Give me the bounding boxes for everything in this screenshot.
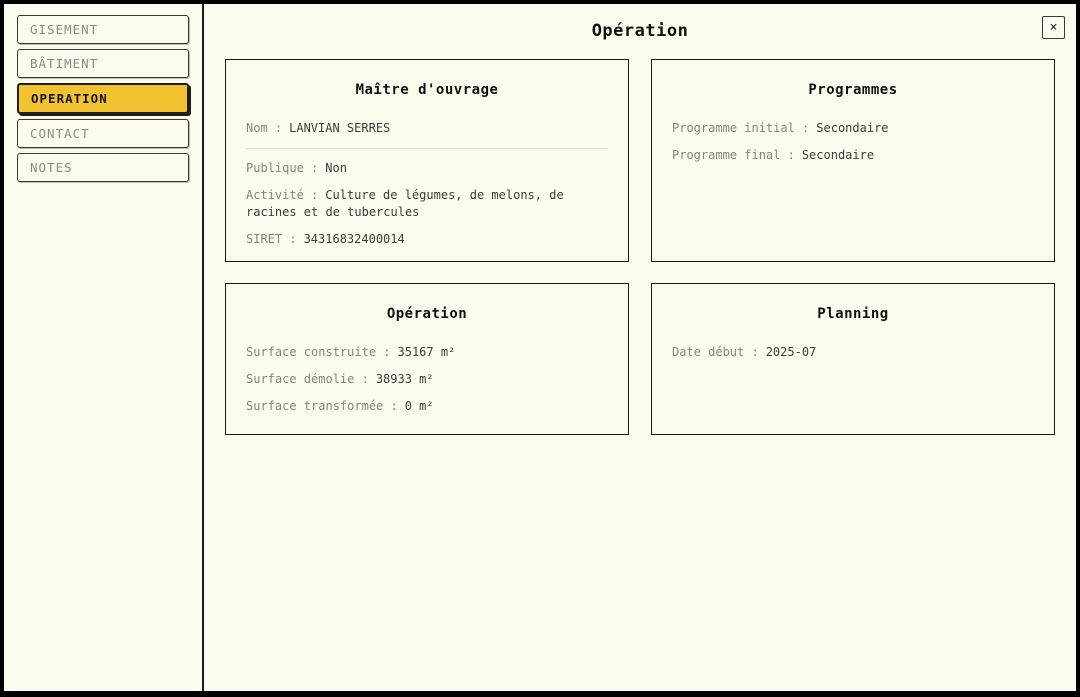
cards-grid: Maître d'ouvrage Nom : LANVIAN SERRES Pub… bbox=[225, 59, 1055, 435]
field-value: 34316832400014 bbox=[303, 232, 405, 246]
card-title: Opération bbox=[386, 306, 468, 322]
field-value: Secondaire bbox=[816, 121, 889, 135]
field-label: Surface transformée : bbox=[246, 399, 398, 413]
field-value: Culture de légumes, de melons, de racine… bbox=[246, 188, 564, 219]
card-title: Programmes bbox=[808, 82, 898, 98]
main-panel: × Opération Maître d'ouvrage Nom : LANVIA… bbox=[204, 4, 1076, 691]
card-fields: Date début : 2025-07 bbox=[672, 344, 1034, 361]
field-label: Date début : bbox=[672, 345, 759, 359]
close-icon: × bbox=[1049, 20, 1058, 35]
field-value: 38933 m² bbox=[375, 372, 434, 386]
field-programme-initial: Programme initial : Secondaire bbox=[672, 120, 1034, 137]
card-fields: Programme initial : Secondaire Programme … bbox=[672, 120, 1034, 164]
field-label: Surface construite : bbox=[246, 345, 391, 359]
field-value: Secondaire bbox=[801, 148, 875, 162]
field-value: Non bbox=[325, 161, 347, 175]
field-value: 0 m² bbox=[404, 399, 434, 413]
sidebar-item-operation[interactable]: OPERATION bbox=[17, 83, 189, 114]
field-label: Programme final : bbox=[672, 148, 795, 162]
field-label: Programme initial : bbox=[672, 121, 810, 135]
sidebar-item-contact[interactable]: CONTACT bbox=[17, 119, 189, 148]
card-title: Planning bbox=[817, 306, 889, 322]
field-siret: SIRET : 34316832400014 bbox=[246, 231, 608, 248]
sidebar-item-gisement[interactable]: GISEMENT bbox=[17, 15, 189, 44]
field-label: Publique : bbox=[246, 161, 319, 175]
field-surface-demolie: Surface démolie : 38933 m² bbox=[246, 371, 608, 388]
field-publique: Publique : Non bbox=[246, 160, 608, 177]
card-planning: Planning Date début : 2025-07 bbox=[651, 283, 1055, 435]
field-divider bbox=[246, 148, 608, 149]
field-value: 35167 m² bbox=[397, 345, 456, 359]
card-fields: Nom : LANVIAN SERRES Publique : Non Activi… bbox=[246, 120, 608, 248]
card-fields: Surface construite : 35167 m² Surface dém… bbox=[246, 344, 608, 415]
field-activite: Activité :Culture de légumes, de melons,… bbox=[246, 187, 608, 221]
field-label: Surface démolie : bbox=[246, 372, 369, 386]
field-label: Activité : bbox=[246, 188, 319, 202]
sidebar-item-notes[interactable]: NOTES bbox=[17, 153, 189, 182]
card-programmes: Programmes Programme initial : Secondaire… bbox=[651, 59, 1055, 262]
field-label: Nom : bbox=[246, 121, 283, 135]
field-label: SIRET : bbox=[246, 232, 297, 246]
field-programme-final: Programme final : Secondaire bbox=[672, 147, 1034, 164]
page-title: Opération bbox=[591, 21, 689, 41]
card-operation: Opération Surface construite : 35167 m² S… bbox=[225, 283, 629, 435]
sidebar-item-batiment[interactable]: BÂTIMENT bbox=[17, 49, 189, 78]
card-maitre-douvrage: Maître d'ouvrage Nom : LANVIAN SERRES Pub… bbox=[225, 59, 629, 262]
field-value: LANVIAN SERRES bbox=[289, 121, 391, 135]
field-nom: Nom : LANVIAN SERRES bbox=[246, 120, 608, 137]
card-title: Maître d'ouvrage bbox=[355, 82, 499, 98]
field-surface-transformee: Surface transformée : 0 m² bbox=[246, 398, 608, 415]
field-date-debut: Date début : 2025-07 bbox=[672, 344, 1034, 361]
field-value: 2025-07 bbox=[765, 345, 817, 359]
field-surface-construite: Surface construite : 35167 m² bbox=[246, 344, 608, 361]
sidebar: GISEMENT BÂTIMENT OPERATION CONTACT NOTE… bbox=[4, 4, 204, 691]
close-button[interactable]: × bbox=[1042, 16, 1065, 39]
